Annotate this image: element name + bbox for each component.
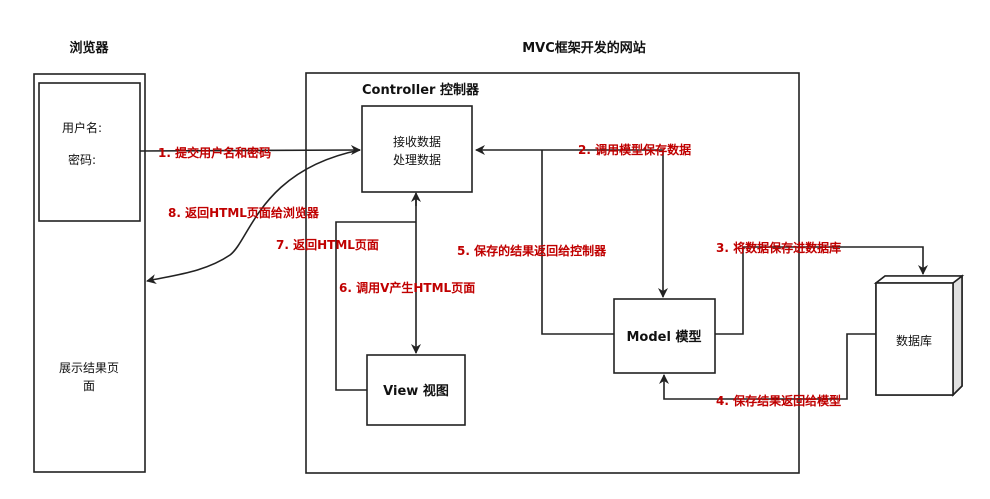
view-box xyxy=(366,354,466,426)
site-title: MVC框架开发的网站 xyxy=(522,40,646,56)
arrow-submit xyxy=(139,145,361,156)
controller-line-1: 接收数据 xyxy=(393,134,441,149)
result-page-label-1: 展示结果页 xyxy=(59,361,119,375)
view-label: View 视图 xyxy=(383,383,449,399)
step-1-label: 1. 提交用户名和密码 xyxy=(158,145,271,160)
step-8-label: 8. 返回HTML页面给浏览器 xyxy=(168,205,320,220)
password-label: 密码: xyxy=(68,152,96,167)
model-label: Model 模型 xyxy=(627,329,702,345)
step-7-label: 7. 返回HTML页面 xyxy=(276,237,379,252)
step-4-label: 4. 保存结果返回给模型 xyxy=(716,393,841,408)
result-page-label-2: 面 xyxy=(83,379,95,393)
browser-title: 浏览器 xyxy=(69,40,109,56)
controller-box xyxy=(361,105,473,193)
database-label: 数据库 xyxy=(896,333,932,348)
arrow-save-db xyxy=(715,246,928,335)
step-6-label: 6. 调用V产生HTML页面 xyxy=(339,280,475,295)
arrow-return-browser xyxy=(146,149,361,285)
controller-line-2: 处理数据 xyxy=(393,152,441,167)
database-icon xyxy=(873,274,965,397)
username-label: 用户名: xyxy=(62,120,102,135)
step-5-label: 5. 保存的结果返回给控制器 xyxy=(457,243,607,258)
controller-section-title: Controller 控制器 xyxy=(362,82,480,98)
login-form xyxy=(38,82,141,222)
step-3-label: 3. 将数据保存进数据库 xyxy=(716,240,841,255)
arrow-return-controller xyxy=(541,150,614,335)
model-box xyxy=(613,298,716,374)
step-2-label: 2. 调用模型保存数据 xyxy=(578,142,691,157)
arrow-db-return xyxy=(659,333,876,400)
arrow-return-html xyxy=(335,221,416,391)
